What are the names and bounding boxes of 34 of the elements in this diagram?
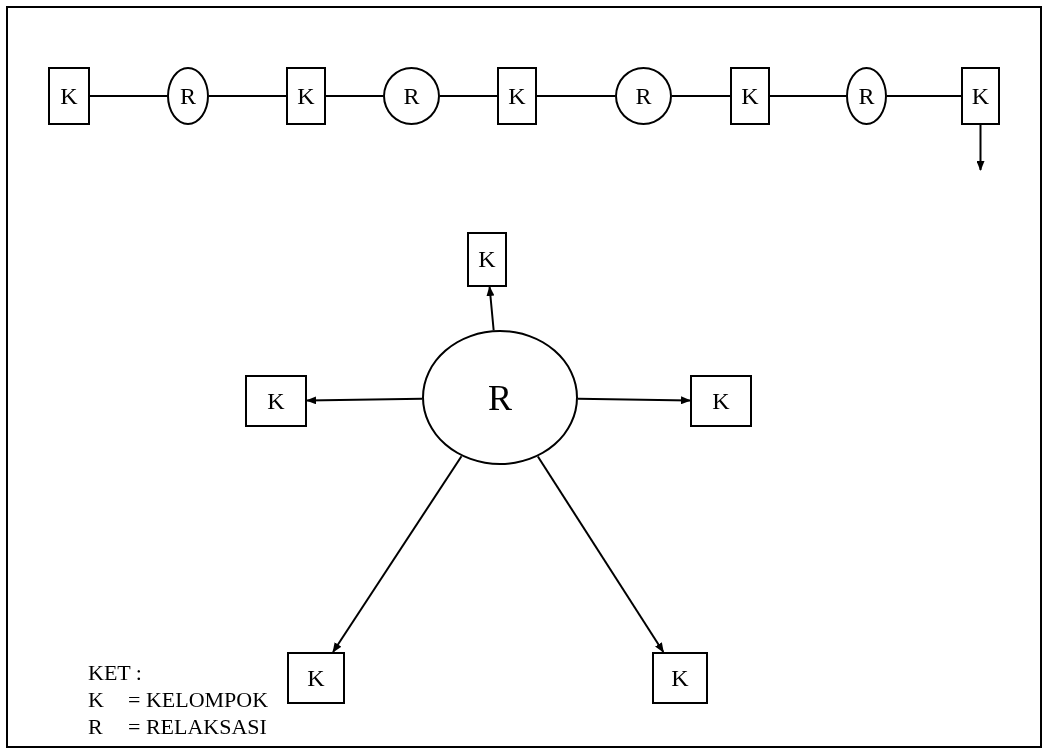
legend-text: = KELOMPOK	[128, 687, 269, 713]
square-node: K	[730, 67, 770, 125]
square-node: K	[245, 375, 307, 427]
square-node: K	[652, 652, 708, 704]
connector-line	[325, 95, 384, 97]
legend-text: R	[88, 714, 103, 740]
ellipse-node: R	[422, 330, 578, 465]
square-node: K	[497, 67, 537, 125]
square-node: K	[690, 375, 752, 427]
arrow	[332, 455, 463, 653]
legend-text: = RELAKSASI	[128, 714, 267, 740]
ellipse-node: R	[615, 67, 672, 125]
arrow	[306, 396, 423, 405]
arrow	[577, 396, 691, 405]
square-node: K	[286, 67, 326, 125]
ellipse-node: R	[167, 67, 209, 125]
legend-text: K	[88, 687, 104, 713]
connector-line	[769, 95, 847, 97]
connector-line	[671, 95, 731, 97]
square-node: K	[961, 67, 1000, 125]
connector-line	[886, 95, 962, 97]
ellipse-node: R	[383, 67, 440, 125]
connector-line	[439, 95, 498, 97]
square-node: K	[287, 652, 345, 704]
arrow	[976, 124, 985, 171]
ellipse-node: R	[846, 67, 887, 125]
arrow	[486, 286, 495, 332]
square-node: K	[48, 67, 90, 125]
connector-line	[536, 95, 616, 97]
connector-line	[208, 95, 287, 97]
legend-text: KET :	[88, 660, 142, 686]
arrow	[536, 455, 665, 653]
connector-line	[89, 95, 168, 97]
square-node: K	[467, 232, 507, 287]
